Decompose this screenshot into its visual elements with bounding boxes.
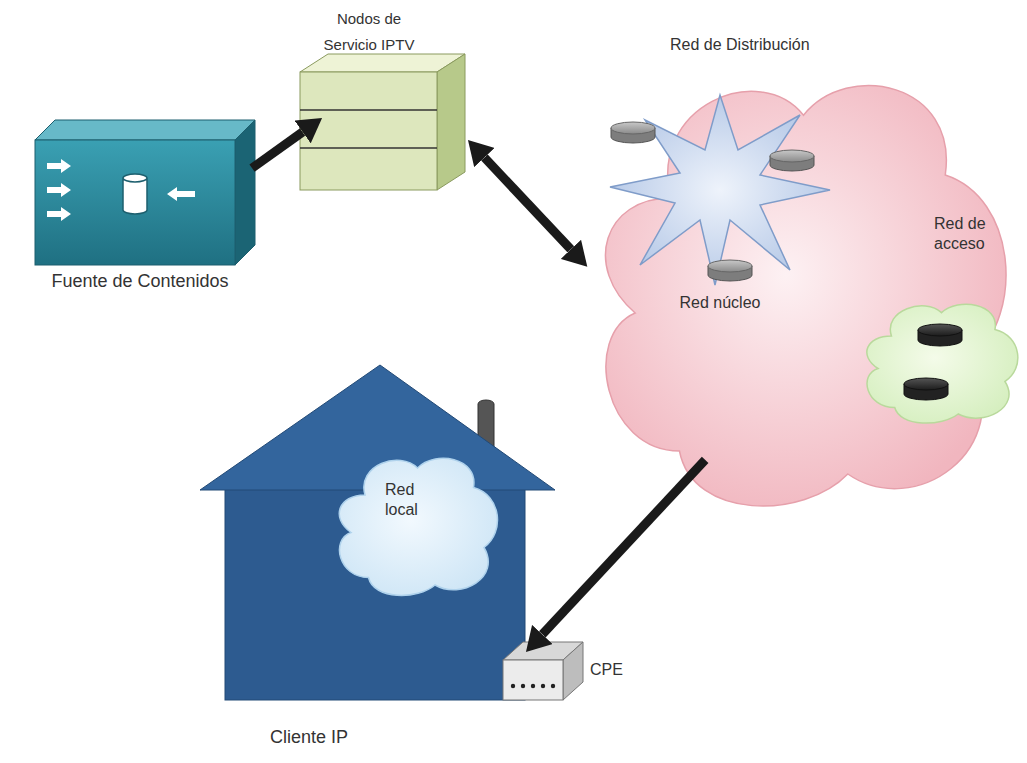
diagram-node: Red local bbox=[330, 450, 505, 600]
box-side bbox=[235, 120, 255, 265]
database-icon bbox=[123, 174, 147, 214]
node-outline bbox=[200, 360, 560, 705]
cloud-outline bbox=[867, 304, 1018, 423]
box-front bbox=[503, 660, 563, 700]
box-front bbox=[35, 140, 235, 265]
box-top bbox=[35, 120, 255, 140]
label-holder: CPE bbox=[590, 660, 623, 680]
node-label: Red de Distribución bbox=[670, 35, 810, 55]
node-label: Red núcleo bbox=[610, 293, 830, 313]
box-side bbox=[563, 642, 583, 700]
node-outline bbox=[5, 118, 275, 268]
cloud-outline bbox=[339, 458, 497, 595]
node-outline bbox=[300, 2, 470, 197]
node-outline bbox=[498, 630, 588, 705]
arrow-icon bbox=[47, 207, 71, 221]
shelf-line bbox=[300, 147, 437, 149]
label-holder: Cliente IP bbox=[270, 726, 348, 749]
diagram-node: Fuente de Contenidos bbox=[5, 118, 275, 293]
arrow-icon bbox=[47, 183, 71, 197]
arrow-icon bbox=[167, 187, 195, 201]
node-label: CPE bbox=[590, 660, 623, 680]
port-dot bbox=[541, 684, 545, 688]
diagram-node: Red núcleo bbox=[610, 95, 830, 320]
port-dot bbox=[531, 684, 535, 688]
node-label: Red de acceso bbox=[934, 214, 1006, 254]
node-outline bbox=[610, 95, 830, 287]
label-holder: Red local bbox=[385, 480, 435, 520]
flow-arrow bbox=[252, 132, 303, 168]
node-label: Red local bbox=[385, 480, 435, 520]
node-label: Fuente de Contenidos bbox=[5, 270, 275, 293]
shelf-line bbox=[300, 109, 437, 111]
box-top bbox=[300, 54, 465, 72]
label-holder: Red de Distribución bbox=[670, 35, 810, 55]
cloud-outline bbox=[605, 86, 1006, 507]
port-dot bbox=[551, 684, 555, 688]
label-holder: Red de acceso bbox=[934, 214, 1006, 254]
box-front bbox=[300, 72, 437, 190]
node-label: Nodos de Servicio IPTV bbox=[310, 6, 428, 57]
diagram-node: Nodos de Servicio IPTV bbox=[300, 2, 470, 197]
diagram-node: Red de DistribuciónRed núcleo Red de acce… bbox=[582, 35, 1025, 520]
node-label: Cliente IP bbox=[270, 726, 348, 749]
port-dot bbox=[511, 684, 515, 688]
label-holder: Fuente de Contenidos bbox=[5, 270, 275, 293]
node-outline bbox=[330, 450, 505, 600]
diagram-node: Red de acceso bbox=[858, 212, 1025, 427]
arrow-icon bbox=[47, 159, 71, 173]
diagram-node: Cliente IPRed localCPE bbox=[200, 360, 560, 755]
node-outline bbox=[858, 297, 1025, 427]
label-holder: Red núcleo bbox=[610, 293, 830, 313]
label-holder: Nodos de Servicio IPTV bbox=[310, 6, 428, 57]
star-outline bbox=[610, 95, 830, 285]
node-outline bbox=[582, 60, 1025, 520]
port-dot bbox=[521, 684, 525, 688]
flow-arrow bbox=[484, 158, 570, 250]
diagram-node: CPE bbox=[498, 630, 628, 705]
box-side bbox=[437, 54, 465, 190]
flow-arrow bbox=[542, 460, 705, 635]
